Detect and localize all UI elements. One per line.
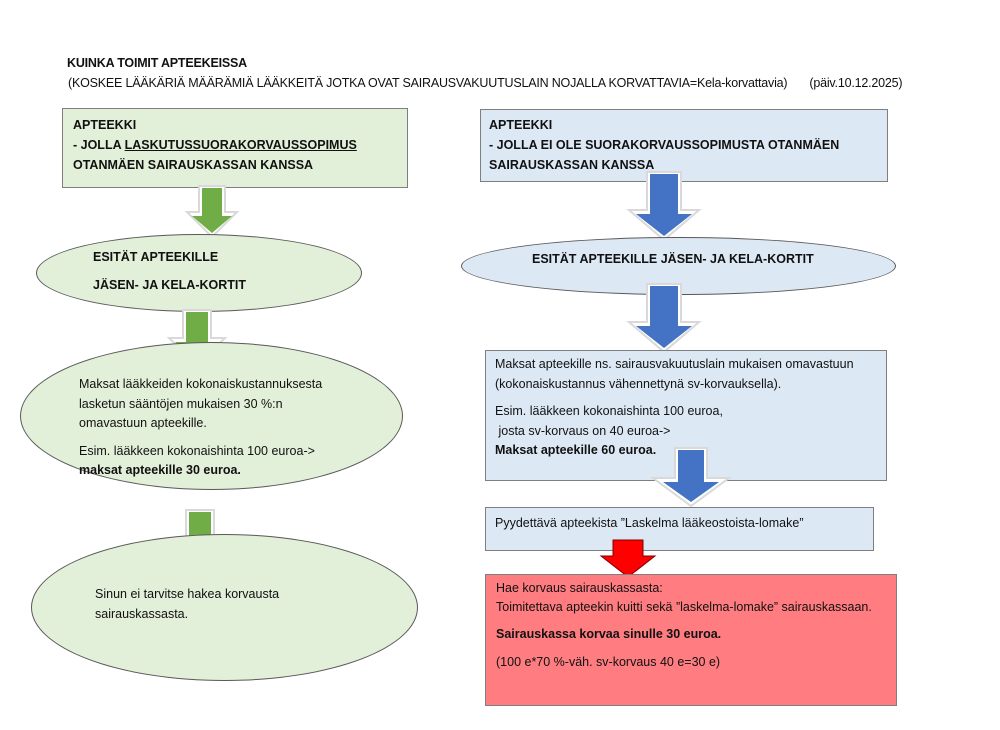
blue-arrow-down-icon xyxy=(649,447,733,508)
reimbursement-amount: Sairauskassa korvaa sinulle 30 euroa. xyxy=(496,627,722,641)
payment-amount: maksat apteekille 30 euroa. xyxy=(79,463,241,477)
right-pharmacy-partner: SAIRAUSKASSAN KANSSA xyxy=(489,158,655,172)
text-line: Toimitettava apteekin kuitti sekä ”laske… xyxy=(496,599,872,614)
page-title: KUINKA TOIMIT APTEEKEISSA xyxy=(67,56,247,70)
blue-arrow-down-icon xyxy=(626,171,702,242)
left-ellipse-present-cards: ESITÄT APTEEKILLE JÄSEN- JA KELA-KORTIT xyxy=(36,234,362,312)
right-pay-deductible-box: Maksat apteekille ns. sairausvakuutuslai… xyxy=(485,350,887,481)
update-date: (päiv.10.12.2025) xyxy=(809,76,903,90)
left-pharmacy-partner: OTANMÄEN SAIRAUSKASSAN KANSSA xyxy=(73,158,314,172)
blue-arrow-down-icon xyxy=(626,283,702,354)
present-cards-line2: JÄSEN- JA KELA-KORTIT xyxy=(93,278,247,292)
left-ellipse-no-claim-needed: Sinun ei tarvitse hakea korvausta sairau… xyxy=(31,534,418,681)
example-line: Esim. lääkkeen kokonaishinta 100 euroa, xyxy=(495,404,723,418)
left-pharmacy-heading: APTEEKKI xyxy=(73,118,137,132)
request-form-text: Pyydettävä apteekista ”Laskelma lääkeost… xyxy=(495,516,804,530)
text-line: (kokonaiskustannus vähennettynä sv-korva… xyxy=(495,376,782,391)
claim-reimbursement-box: Hae korvaus sairauskassasta: Toimitettav… xyxy=(485,574,897,706)
text-line: omavastuun apteekille. xyxy=(79,416,207,430)
example-line: josta sv-korvaus on 40 euroa-> xyxy=(495,423,671,438)
text-line: Hae korvaus sairauskassasta: xyxy=(496,581,663,595)
text-line: lasketun sääntöjen mukaisen 30 %:n xyxy=(79,396,283,411)
right-pharmacy-condition: - JOLLA EI OLE SUORAKORVAUSSOPIMUSTA OTA… xyxy=(489,138,840,152)
green-arrow-down-icon xyxy=(184,185,240,239)
right-pharmacy-heading: APTEEKKI xyxy=(489,118,553,132)
page-subtitle: (KOSKEE LÄÄKÄRIÄ MÄÄRÄMIÄ LÄÄKKEITÄ JOTK… xyxy=(68,76,903,90)
text-line: Maksat apteekille ns. sairausvakuutuslai… xyxy=(495,357,854,371)
pay-30-percent-text: Maksat lääkkeiden kokonaiskustannuksesta… xyxy=(79,375,322,481)
condition-prefix: - JOLLA xyxy=(73,138,125,152)
subtitle-text: (KOSKEE LÄÄKÄRIÄ MÄÄRÄMIÄ LÄÄKKEITÄ JOTK… xyxy=(68,76,788,90)
payment-amount: Maksat apteekille 60 euroa. xyxy=(495,443,657,457)
text-line: Maksat lääkkeiden kokonaiskustannuksesta xyxy=(79,377,323,391)
left-ellipse-pay-30-percent: Maksat lääkkeiden kokonaiskustannuksesta… xyxy=(20,342,403,490)
no-claim-text: Sinun ei tarvitse hakea korvausta sairau… xyxy=(95,585,279,624)
calculation-line: (100 e*70 %-väh. sv-korvaus 40 e=30 e) xyxy=(496,654,721,669)
present-cards-text: ESITÄT APTEEKILLE JÄSEN- JA KELA-KORTIT xyxy=(532,252,814,266)
red-arrow-down-icon xyxy=(599,539,657,578)
contract-type: LASKUTUSSUORAKORVAUSSOPIMUS xyxy=(124,138,357,152)
right-pharmacy-box: APTEEKKI - JOLLA EI OLE SUORAKORVAUSSOPI… xyxy=(480,109,888,182)
text-line: Sinun ei tarvitse hakea korvausta xyxy=(95,587,280,601)
example-line: Esim. lääkkeen kokonaishinta 100 euroa-> xyxy=(79,443,315,458)
text-line: sairauskassasta. xyxy=(95,606,189,621)
present-cards-line1: ESITÄT APTEEKILLE xyxy=(93,250,219,264)
request-form-box: Pyydettävä apteekista ”Laskelma lääkeost… xyxy=(485,507,874,551)
left-pharmacy-box: APTEEKKI - JOLLA LASKUTUSSUORAKORVAUSSOP… xyxy=(62,108,408,188)
left-pharmacy-condition: - JOLLA LASKUTUSSUORAKORVAUSSOPIMUS xyxy=(73,135,407,155)
